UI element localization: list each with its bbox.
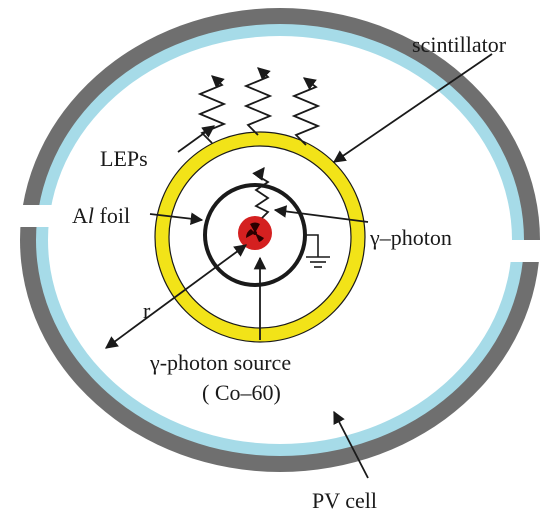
label-leps: LEPs <box>100 146 148 171</box>
radiation-trefoil-icon <box>245 222 264 242</box>
shell-gap-left <box>10 205 72 227</box>
gamma-photon-zigzag <box>252 166 270 219</box>
label-al-foil: Al foil <box>72 203 130 228</box>
gamma-photon-leader-arrow <box>273 205 369 223</box>
label-source-line2: ( Co–60) <box>202 380 281 405</box>
shell-gap-right <box>488 240 550 262</box>
lep-leader-arrow <box>177 125 216 153</box>
label-source-line1: γ-photon source <box>149 350 291 375</box>
label-gamma-photon: γ–photon <box>369 225 452 250</box>
label-scintillator: scintillator <box>412 32 507 57</box>
lep-zigzag-3 <box>291 77 321 146</box>
al-foil-leader-arrow <box>149 212 204 225</box>
scintillator-leader-arrow <box>332 53 493 163</box>
pv-cell-leader-arrow <box>333 410 369 479</box>
radius-arrow <box>104 244 248 349</box>
label-pv-cell: PV cell <box>312 488 377 513</box>
ground-symbol-icon <box>305 234 330 268</box>
lep-zigzag-2 <box>243 67 273 136</box>
scintillator-ring-edge-outer <box>154 131 366 343</box>
label-radius: r <box>143 298 151 323</box>
